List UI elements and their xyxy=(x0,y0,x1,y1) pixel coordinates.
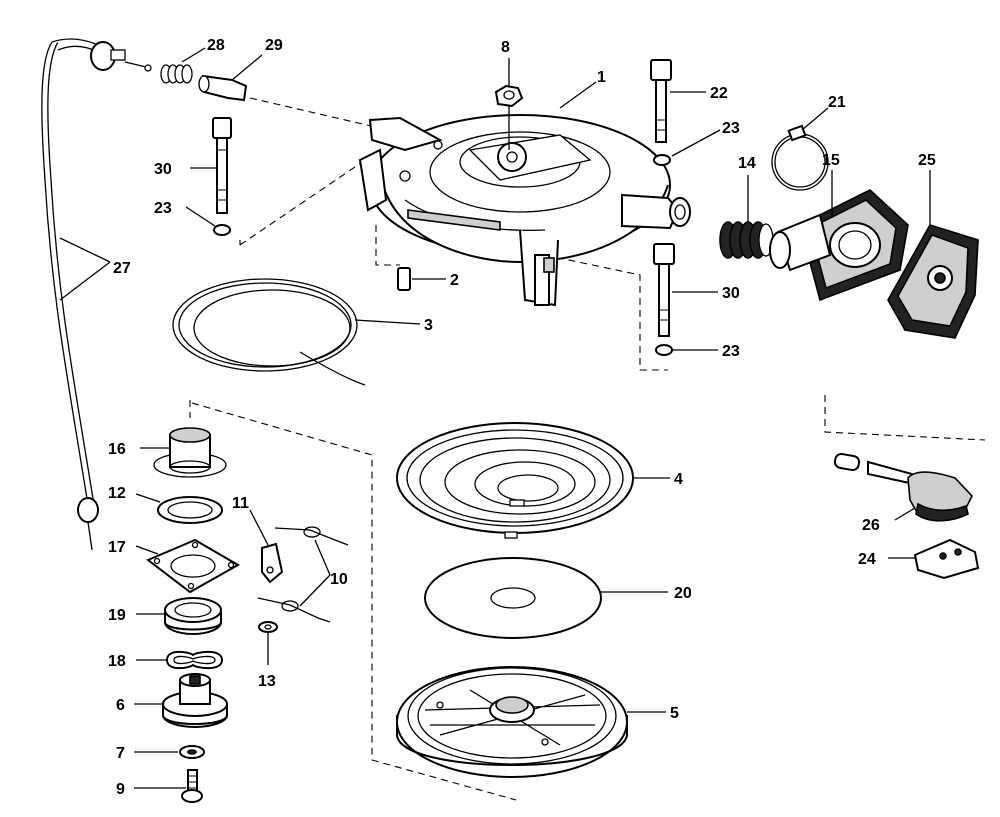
callout-18: 18 xyxy=(108,653,126,670)
callout-19: 19 xyxy=(108,607,126,624)
leader-28 xyxy=(181,47,206,63)
part-15-bracket xyxy=(769,189,909,302)
leader-29 xyxy=(231,54,263,81)
leader-1 xyxy=(559,81,597,109)
callout-12: 12 xyxy=(108,485,126,502)
callout-9: 9 xyxy=(116,781,125,798)
callout-25: 25 xyxy=(918,152,936,169)
part-7-washer xyxy=(179,745,205,759)
callout-5: 5 xyxy=(670,705,679,722)
leader-21 xyxy=(801,107,829,131)
part-22-bolt xyxy=(650,59,672,143)
callout-14: 14 xyxy=(738,155,756,172)
leader-10a xyxy=(314,539,331,576)
leader-26 xyxy=(894,507,916,521)
part-17-gasket xyxy=(146,538,241,594)
part-18-oring xyxy=(165,650,224,670)
callout-6: 6 xyxy=(116,697,125,714)
part-28-spring xyxy=(160,64,193,84)
callout-30a: 30 xyxy=(154,161,172,178)
callout-4: 4 xyxy=(674,471,683,488)
leader-12 xyxy=(135,493,161,503)
part-1-housing xyxy=(358,114,691,307)
callout-23b: 23 xyxy=(722,120,740,137)
part-10-springs xyxy=(257,526,349,623)
callout-8: 8 xyxy=(501,39,510,56)
part-23a-washer xyxy=(213,224,231,236)
part-25-plate xyxy=(887,224,979,339)
leader-10b xyxy=(299,574,331,607)
callout-1: 1 xyxy=(597,69,606,86)
part-30a-bolt xyxy=(212,117,232,214)
callout-7: 7 xyxy=(116,745,125,762)
part-23b-washer xyxy=(653,154,671,166)
callout-16: 16 xyxy=(108,441,126,458)
leader-11 xyxy=(249,509,269,546)
part-24-insert xyxy=(913,538,980,580)
callout-29: 29 xyxy=(265,37,283,54)
part-9-screw xyxy=(181,769,203,803)
part-11-pawl xyxy=(261,542,284,584)
part-5-pulley xyxy=(396,666,628,778)
callout-30b: 30 xyxy=(722,285,740,302)
leader-23b xyxy=(671,129,721,157)
part-23c-washer xyxy=(655,344,673,356)
part-27-cable xyxy=(41,38,152,551)
assembly-dashed-lines xyxy=(189,97,986,801)
callout-2: 2 xyxy=(450,272,459,289)
callout-26: 26 xyxy=(862,517,880,534)
part-6-hub xyxy=(162,673,228,728)
part-21-clamp xyxy=(771,124,829,191)
callout-22: 22 xyxy=(710,85,728,102)
leader-23a xyxy=(185,206,216,227)
part-13-washer xyxy=(258,621,278,633)
callout-28: 28 xyxy=(207,37,225,54)
leader-17 xyxy=(135,545,159,555)
callout-21: 21 xyxy=(828,94,846,111)
callout-11: 11 xyxy=(232,495,249,512)
leader-27b xyxy=(59,261,111,301)
leader-3 xyxy=(354,319,421,325)
callout-13: 13 xyxy=(258,673,276,690)
part-29-plunger xyxy=(198,74,248,102)
callout-27: 27 xyxy=(113,260,131,277)
part-8-nut xyxy=(494,84,524,108)
part-4-recoil-spring xyxy=(396,422,634,539)
callout-15: 15 xyxy=(822,152,840,169)
callout-24: 24 xyxy=(858,551,876,568)
part-12-washer xyxy=(157,496,223,524)
part-16-cap xyxy=(153,427,227,478)
part-19-bushing xyxy=(164,597,222,635)
callout-23a: 23 xyxy=(154,200,172,217)
part-26-handle xyxy=(833,452,973,522)
callout-3: 3 xyxy=(424,317,433,334)
part-3-rope xyxy=(172,278,366,386)
callout-23c: 23 xyxy=(722,343,740,360)
part-30b-bolt xyxy=(653,243,675,337)
part-14-spring xyxy=(719,221,774,259)
callout-20: 20 xyxy=(674,585,692,602)
callout-17: 17 xyxy=(108,539,126,556)
leader-27a xyxy=(59,237,111,263)
part-20-disc xyxy=(424,557,602,639)
part-2-pin xyxy=(397,267,411,291)
callout-10: 10 xyxy=(330,571,348,588)
